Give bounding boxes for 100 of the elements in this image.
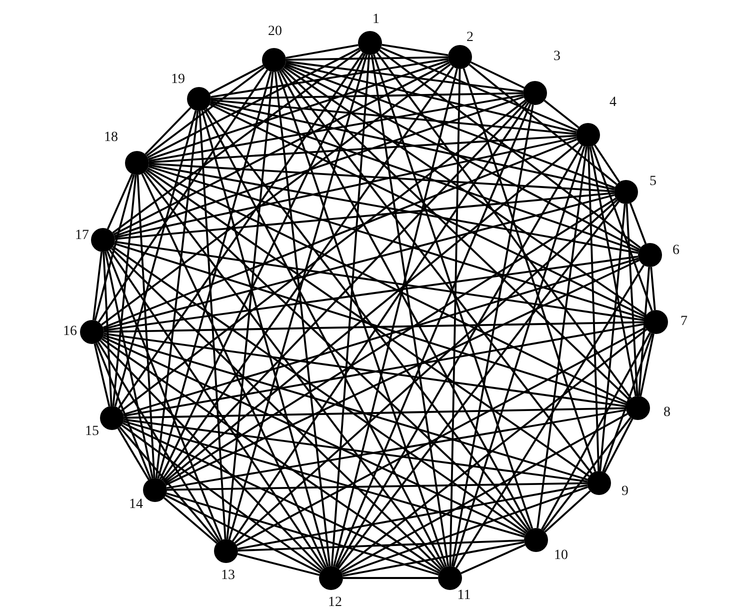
edge-line (94, 174, 135, 321)
edge-line (141, 174, 327, 568)
edge-line (591, 146, 653, 312)
edge-line (234, 199, 618, 544)
edge-line (103, 334, 588, 481)
edge-line (332, 68, 458, 567)
node-dot (448, 45, 472, 69)
edge-line (370, 54, 450, 566)
edge-line (122, 422, 440, 574)
edge-line (112, 246, 527, 534)
edge-line (341, 412, 628, 574)
edge-line (330, 54, 370, 566)
edge-line (159, 53, 366, 480)
edge-line (338, 200, 620, 570)
edge-line (148, 60, 449, 160)
edge-line (226, 72, 274, 540)
edge-line (96, 342, 152, 480)
edge-line (380, 46, 578, 132)
node-number: 14 (129, 497, 143, 513)
edge-line (452, 146, 586, 567)
edge-line (106, 250, 222, 540)
node-dot (614, 180, 638, 204)
edge-line (117, 428, 150, 480)
node-number: 16 (63, 324, 77, 340)
node-dot (358, 31, 382, 55)
edge-line (340, 328, 648, 572)
edge-line (148, 94, 524, 162)
edge-line (104, 256, 638, 332)
edge-line (201, 110, 329, 567)
edge-line (113, 62, 450, 236)
edge-line (372, 54, 534, 529)
edge-line (198, 110, 226, 540)
edge-line (157, 71, 272, 479)
node-dot (80, 320, 104, 344)
edge-line (143, 172, 444, 569)
edge-line (280, 68, 592, 474)
edge-line (638, 266, 650, 396)
edge-line (599, 204, 626, 472)
node-dot (626, 396, 650, 420)
edge-line (336, 144, 583, 568)
edge-line (594, 144, 620, 183)
node-dot (143, 478, 167, 502)
node-number: 10 (554, 548, 568, 564)
node-number: 15 (85, 424, 99, 440)
edge-line (166, 482, 588, 491)
edge-line (164, 142, 580, 484)
edge-line (124, 418, 588, 482)
edge-line (98, 69, 268, 323)
edge-line (209, 64, 264, 94)
node-number: 18 (104, 130, 118, 146)
edge-line (210, 99, 576, 135)
edge-line (286, 56, 448, 61)
edge-line (164, 198, 616, 484)
edge-line (97, 342, 221, 542)
edge-line (102, 252, 112, 406)
edge-line (112, 49, 361, 234)
node-number: 1 (372, 12, 380, 28)
node-dot (644, 310, 668, 334)
edge-line (106, 174, 134, 230)
node-dot (91, 228, 115, 252)
edge-line (210, 100, 614, 190)
edge-line (102, 138, 578, 328)
edge-line (136, 174, 156, 478)
edge-line (123, 420, 525, 538)
edge-line (146, 66, 265, 157)
node-number: 17 (75, 228, 89, 244)
edge-line (114, 240, 644, 322)
edge-line (342, 541, 524, 577)
edge-line (147, 167, 628, 404)
edge-line (114, 96, 524, 237)
edge-line (470, 61, 525, 89)
edge-line (274, 72, 331, 566)
edge-line (155, 110, 199, 478)
edge-line (112, 174, 137, 406)
node-dot (576, 123, 600, 147)
edge-line (286, 60, 524, 92)
edge-line (146, 169, 590, 477)
edge-line (166, 409, 626, 489)
edge-line (148, 166, 645, 320)
edge-line (121, 424, 322, 572)
edge-line (456, 264, 644, 568)
edge-line (589, 146, 637, 396)
node-dot (214, 539, 238, 563)
edge-line (120, 100, 526, 412)
edge-line (204, 109, 446, 568)
edge-line (147, 48, 360, 158)
edge-line (165, 259, 640, 486)
edge-line (104, 321, 644, 333)
node-dot (100, 406, 124, 430)
edge-line (468, 64, 618, 186)
edge-line (282, 68, 630, 400)
edge-line (165, 494, 321, 574)
edge-line (284, 63, 616, 189)
edge-line (100, 340, 324, 570)
node-number: 8 (664, 405, 670, 421)
edge-line (148, 162, 614, 192)
edge-line (103, 194, 615, 330)
edge-line (102, 336, 526, 536)
node-number: 12 (328, 595, 342, 611)
edge-line (124, 407, 626, 419)
